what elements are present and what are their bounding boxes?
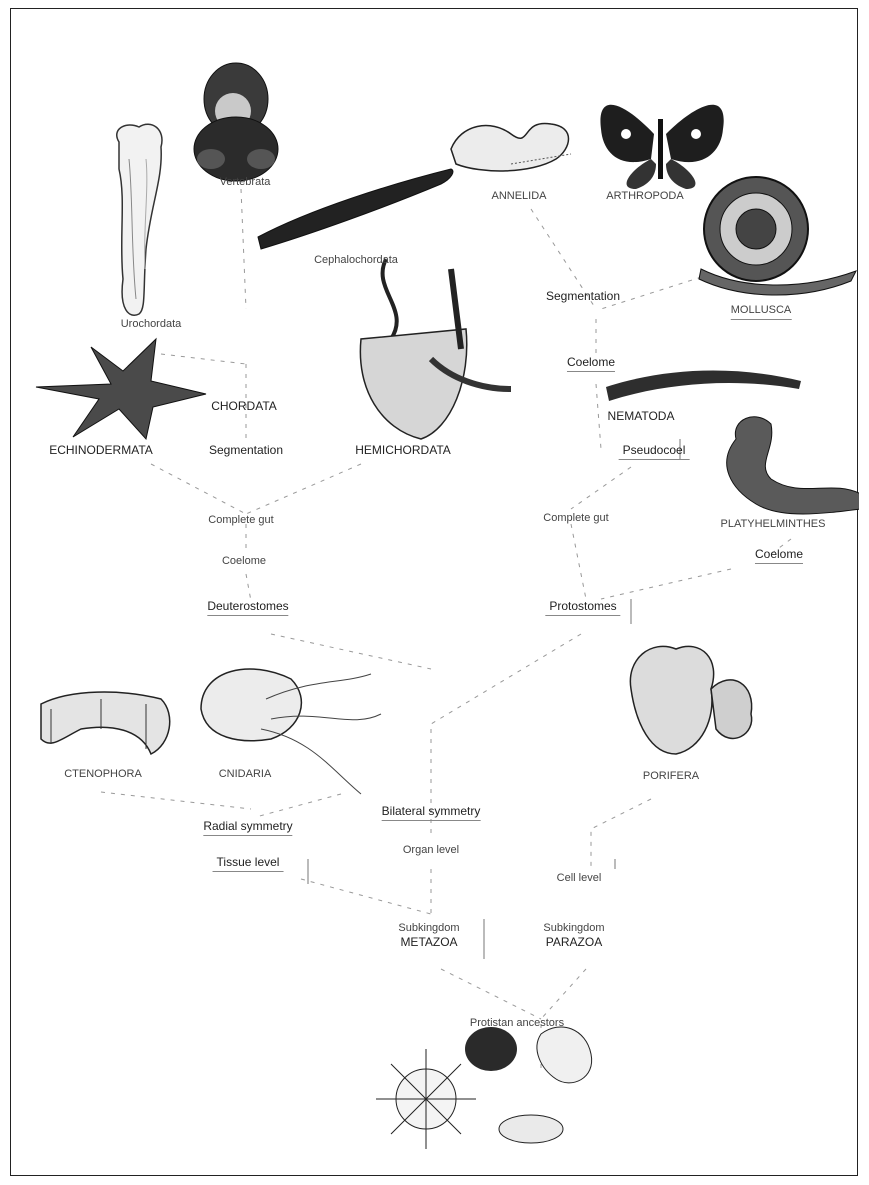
mollusca-illustration [699, 177, 856, 295]
label-complete-gut-left: Complete gut [208, 513, 273, 527]
label-chordata: CHORDATA [211, 399, 277, 413]
branch-parazoa-root [541, 969, 586, 1019]
label-organ-level: Organ level [403, 843, 459, 857]
label-vertebrata: Vertebrata [220, 175, 271, 189]
branch-pseudo-gut [571, 467, 631, 509]
label-mollusca: MOLLUSCA [731, 303, 792, 320]
label-parazoa-line1: Subkingdom [543, 921, 604, 935]
label-cephalochordata: Cephalochordata [314, 253, 398, 267]
label-tissue-level: Tissue level [213, 855, 284, 872]
ctenophora-illustration [41, 692, 170, 754]
arthropoda-illustration [600, 105, 723, 189]
label-bilateral-symmetry: Bilateral symmetry [382, 804, 481, 821]
label-echinodermata: ECHINODERMATA [49, 443, 153, 457]
label-segmentation-left: Segmentation [209, 443, 283, 457]
branch-gut-proto [571, 524, 586, 599]
label-coelome-left: Coelome [222, 554, 266, 568]
porifera-illustration [630, 646, 751, 754]
label-urochordata: Urochordata [121, 317, 182, 331]
branch-porifera-cell [591, 799, 651, 869]
diagram-frame: Vertebrata Cephalochordata Urochordata A… [10, 8, 858, 1176]
label-metazoa-line2: METAZOA [400, 935, 457, 949]
label-arthropoda: ARTHROPODA [606, 189, 683, 203]
label-protistan-ancestors: Protistan ancestors [470, 1016, 564, 1030]
label-nematoda: NEMATODA [608, 409, 675, 423]
label-protostomes: Protostomes [545, 599, 620, 616]
branch-coelome-nem [596, 384, 601, 449]
urochordata-illustration [117, 124, 162, 315]
cephalochordata-illustration [258, 169, 453, 249]
label-parazoa-line2: PARAZOA [546, 935, 602, 949]
label-annelida: ANNELIDA [491, 189, 546, 203]
label-metazoa-line1: Subkingdom [398, 921, 459, 935]
echinodermata-illustration [36, 339, 206, 439]
label-cnidaria: CNIDARIA [219, 767, 272, 781]
branch-proto-bilateral [431, 634, 581, 724]
label-radial-symmetry: Radial symmetry [203, 819, 292, 836]
label-deuterostomes: Deuterostomes [207, 599, 288, 616]
label-complete-gut-right: Complete gut [543, 511, 608, 525]
label-pseudocoel: Pseudocoel [619, 443, 690, 460]
branch-coelome-deutero-left [246, 574, 251, 601]
label-segmentation-right: Segmentation [546, 289, 620, 303]
branch-deutero-bilateral [271, 634, 431, 669]
label-porifera: PORIFERA [643, 769, 699, 783]
branch-cteno-radial [101, 792, 251, 809]
label-coelome-right-upper: Coelome [567, 355, 615, 372]
label-hemichordata: HEMICHORDATA [355, 443, 451, 457]
branch-cnidaria-radial [256, 794, 341, 817]
platyhelminthes-illustration [727, 417, 859, 514]
protista-illustration [376, 1027, 592, 1149]
vertebrata-illustration [194, 63, 278, 181]
label-ctenophora: CTENOPHORA [64, 767, 142, 781]
label-coelome-right-lower: Coelome [755, 547, 803, 564]
branch-urochordata [161, 354, 246, 364]
label-cell-level: Cell level [557, 871, 602, 885]
branch-metazoa-root [441, 969, 541, 1019]
branch-coelome-proto [601, 569, 731, 599]
nematoda-illustration [606, 371, 801, 401]
branch-vertebrata [241, 189, 246, 309]
branch-echino-gut [151, 464, 246, 514]
branch-hemi-gut [246, 464, 361, 514]
hemichordata-illustration [360, 259, 511, 439]
character-box-lines [308, 439, 680, 959]
annelida-illustration [451, 123, 571, 171]
label-platyhelminthes: PLATYHELMINTHES [721, 517, 826, 531]
branch-tissue-metazoa [301, 879, 431, 914]
phylogeny-artwork [11, 9, 859, 1177]
